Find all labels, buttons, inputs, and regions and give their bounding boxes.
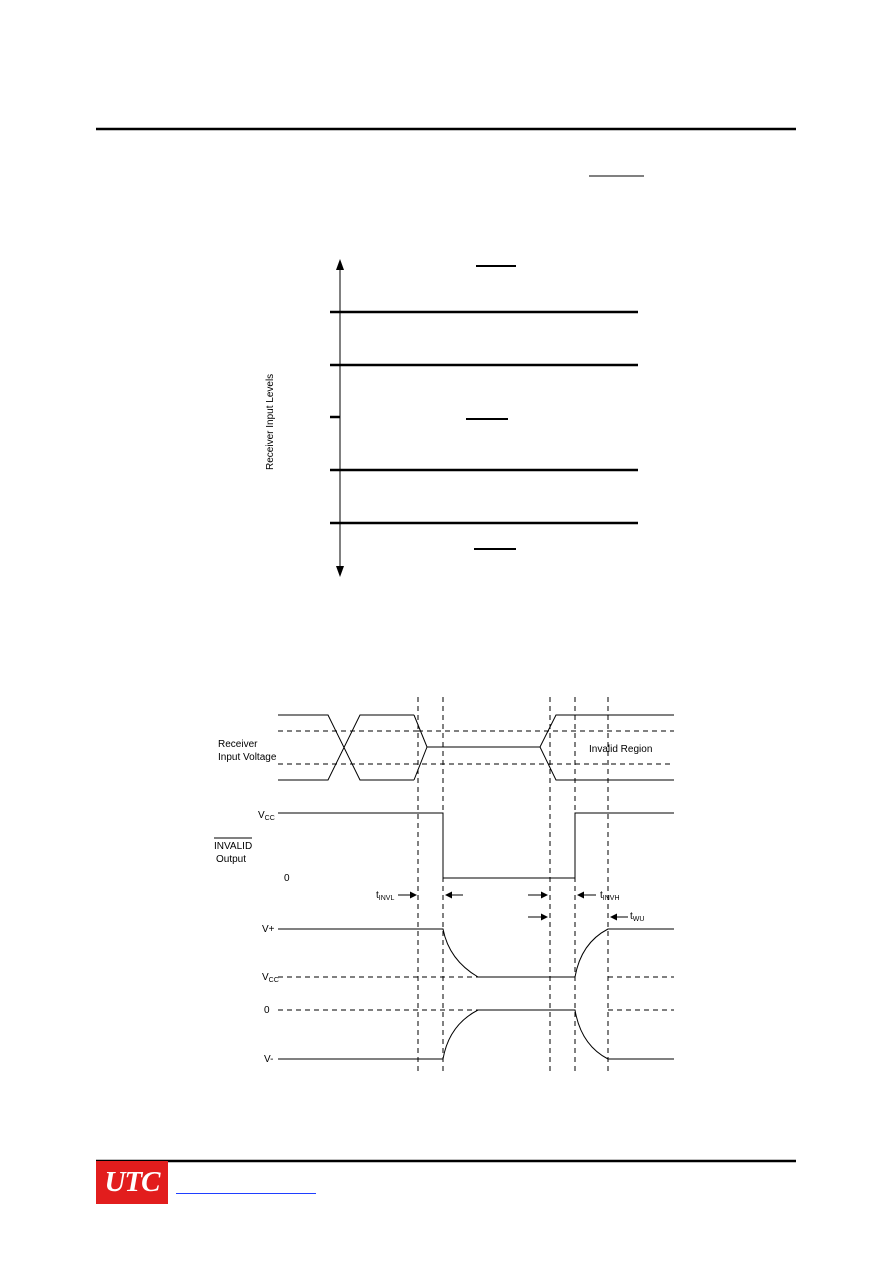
y-axis-arrow-up: [336, 259, 344, 270]
y-axis-arrow-down: [336, 566, 344, 577]
vminus-label: V-: [264, 1054, 273, 1065]
receiver-label-line1: Receiver: [218, 739, 258, 750]
wave-cross-a: [278, 714, 414, 781]
vcc-label-1: VCC: [258, 810, 275, 822]
vcc-label-2: VCC: [262, 972, 279, 984]
vplus-waveform: [278, 928, 674, 978]
t-invl-label: tINVL: [376, 890, 394, 902]
t-wu-label: tWU: [630, 911, 644, 923]
zero-label-1: 0: [284, 873, 290, 884]
utc-logo: UTC: [96, 1161, 168, 1204]
wave-lower-envelope: [413, 746, 674, 781]
invalid-region-label: Invalid Region: [589, 744, 652, 755]
invalid-label: INVALID: [214, 841, 252, 852]
vminus-waveform: [278, 1009, 674, 1060]
wave-cross-b: [278, 714, 414, 781]
vplus-label: V+: [262, 924, 275, 935]
invalid-output-waveform: [278, 812, 674, 879]
footer-website-link[interactable]: [176, 1193, 316, 1194]
zero-label-2: 0: [264, 1005, 270, 1016]
figure-receiver-input-levels: Receiver Input Levels: [265, 259, 638, 577]
receiver-input-waveform: [278, 714, 674, 781]
t-invh-label: tINVH: [600, 890, 620, 902]
y-axis-label: Receiver Input Levels: [265, 374, 276, 470]
utc-logo-text: UTC: [104, 1166, 161, 1198]
receiver-label-line2: Input Voltage: [218, 752, 277, 763]
output-label: Output: [216, 854, 246, 865]
figure-timing-diagram: Receiver Input Voltage Invalid Region VC…: [214, 697, 674, 1075]
